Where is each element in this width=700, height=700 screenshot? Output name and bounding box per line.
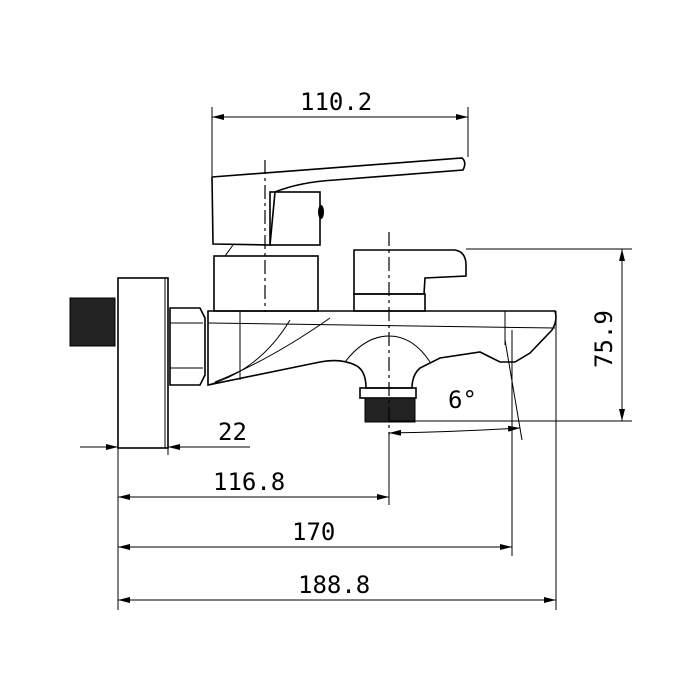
dimension-label: 110.2 xyxy=(300,88,372,116)
dimension-label: 116.8 xyxy=(213,468,285,496)
dimension-170: 170 xyxy=(118,518,512,550)
extension-lines xyxy=(117,107,632,610)
dimension-188-8: 188.8 xyxy=(118,571,556,603)
dimension-label: 75.9 xyxy=(590,310,618,368)
dimension-110-2: 110.2 xyxy=(212,88,468,120)
dimension-label: 170 xyxy=(292,518,335,546)
dimension-angle: 6° xyxy=(388,386,521,436)
outlet-thread xyxy=(359,387,417,423)
hex-nut xyxy=(169,307,206,386)
dimension-label: 6° xyxy=(448,386,477,414)
dimension-label: 22 xyxy=(218,418,247,446)
inlet-thread xyxy=(69,297,116,347)
dimension-label: 188.8 xyxy=(298,571,370,599)
dimension-75-9: 75.9 xyxy=(590,249,625,421)
diverter-knob xyxy=(353,249,467,312)
dimension-116-8: 116.8 xyxy=(118,468,389,500)
dimension-22: 22 xyxy=(80,418,250,450)
faucet-body xyxy=(207,310,557,389)
wall-flange xyxy=(117,277,169,449)
mixer-handle xyxy=(211,157,466,312)
